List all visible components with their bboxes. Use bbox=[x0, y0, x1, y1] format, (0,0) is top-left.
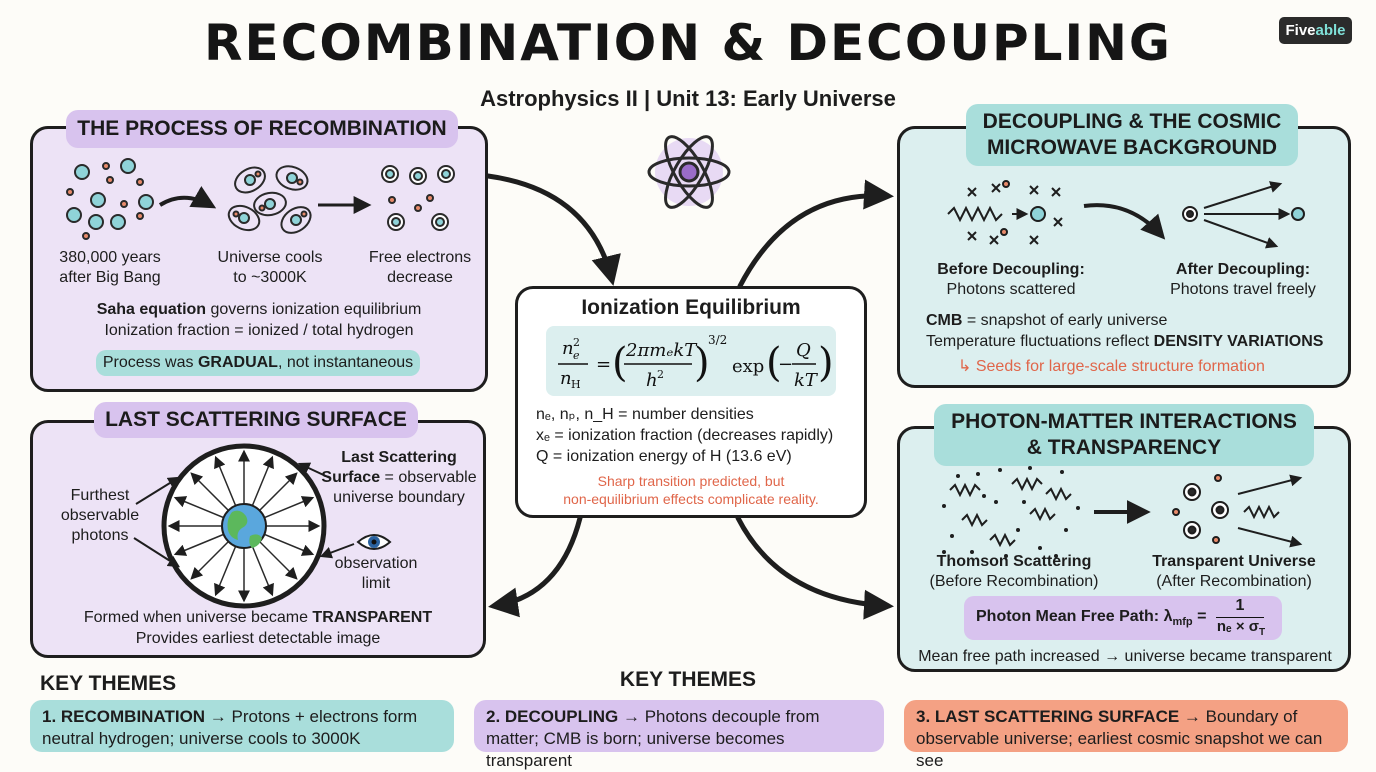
svg-text:Q: Q bbox=[796, 340, 811, 361]
svg-text:(: ( bbox=[612, 340, 628, 386]
mfp-fraction-bar bbox=[1216, 617, 1264, 618]
decoupling-transition-arrow bbox=[1083, 203, 1166, 240]
svg-text:n: n bbox=[562, 338, 574, 359]
return-arrow-icon: ↳ bbox=[958, 358, 976, 375]
svg-text:h: h bbox=[646, 370, 658, 391]
decoupling-panel bbox=[897, 126, 1351, 388]
free-photons bbox=[1182, 181, 1305, 249]
mfp-numerator: 1 bbox=[1235, 597, 1245, 614]
theme-recombination: 1. RECOMBINATION → Protons + electrons f… bbox=[30, 700, 454, 752]
svg-text:n: n bbox=[560, 368, 572, 389]
seeds-text: ↳ Seeds for large-scale structure format… bbox=[958, 358, 1265, 375]
mfp-result-text: Mean free path increased → universe beca… bbox=[918, 648, 1332, 665]
def-ionization-energy: Q = ionization energy of H (13.6 eV) bbox=[536, 448, 792, 465]
svg-text:): ) bbox=[694, 340, 710, 386]
svg-text:2πmₑkT: 2πmₑkT bbox=[625, 340, 698, 361]
svg-text:2: 2 bbox=[657, 368, 664, 381]
gradual-process-pill: Process was GRADUAL, not instantaneous bbox=[96, 350, 420, 376]
ionization-fraction-text: Ionization fraction = ionized / total hy… bbox=[104, 322, 414, 339]
transparent-universe-label: Transparent Universe(After Recombination… bbox=[1152, 553, 1316, 590]
svg-text:=: = bbox=[596, 354, 611, 375]
page-subtitle: Astrophysics II | Unit 13: Early Univers… bbox=[480, 86, 896, 111]
svg-text:exp: exp bbox=[732, 356, 764, 377]
earliest-image-text: Provides earliest detectable image bbox=[135, 630, 381, 647]
last-scattering-panel bbox=[30, 420, 486, 658]
thomson-scattering-label: Thomson Scattering(Before Recombination) bbox=[929, 553, 1099, 590]
key-themes-heading-center: KEY THEMES bbox=[619, 668, 757, 691]
svg-text:e: e bbox=[573, 349, 580, 362]
arrow-to-decoupling bbox=[737, 179, 894, 289]
plasma-particles bbox=[66, 158, 154, 240]
svg-text:3/2: 3/2 bbox=[708, 333, 727, 347]
def-ionization-fraction: xₑ = ionization fraction (decreases rapi… bbox=[536, 427, 834, 444]
svg-text:(: ( bbox=[766, 340, 782, 386]
arrow-to-last-scattering bbox=[488, 515, 583, 618]
equilibrium-definitions: nₑ, nₚ, n_H = number densities xₑ = ioni… bbox=[536, 404, 866, 467]
theme-decoupling: 2. DECOUPLING → Photons decouple from ma… bbox=[474, 700, 884, 770]
def-number-densities: nₑ, nₚ, n_H = number densities bbox=[536, 406, 754, 423]
before-decoupling-label: Before Decoupling:Photons scattered bbox=[937, 261, 1085, 298]
svg-text:−: − bbox=[778, 354, 793, 375]
transparent-universe bbox=[1172, 474, 1303, 548]
equilibrium-panel bbox=[515, 286, 867, 518]
temperature-fluctuation-text: Temperature fluctuations reflect DENSITY… bbox=[926, 333, 1324, 350]
formed-transparent-text: Formed when universe became TRANSPARENT bbox=[83, 609, 433, 626]
theme-last-scattering: 3. LAST SCATTERING SURFACE → Boundary of… bbox=[904, 700, 1348, 770]
eye-icon bbox=[356, 534, 392, 550]
saha-equation-text: Saha equation governs ionization equilib… bbox=[96, 301, 422, 318]
svg-text:H: H bbox=[571, 378, 581, 391]
mean-free-path-formula: Photon Mean Free Path: λmfp = 1 nₑ × σT bbox=[964, 596, 1282, 640]
photon-matter-title: PHOTON-MATTER INTERACTIONS& TRANSPARENCY bbox=[934, 404, 1314, 466]
arrow-to-equilibrium bbox=[485, 173, 621, 286]
last-scattering-sphere bbox=[161, 443, 327, 609]
arrow-to-photon-matter bbox=[735, 515, 894, 620]
key-themes-heading-left: KEY THEMES bbox=[40, 672, 177, 695]
svg-text:): ) bbox=[818, 340, 834, 386]
equilibrium-title: Ionization Equilibrium bbox=[581, 296, 801, 319]
page-title: RECOMBINATION & DECOUPLING bbox=[204, 14, 1172, 72]
atom-icon bbox=[647, 135, 731, 209]
svg-text:kT: kT bbox=[794, 370, 819, 391]
earth-icon bbox=[221, 503, 267, 549]
forming-atoms bbox=[227, 165, 312, 234]
last-scattering-title: LAST SCATTERING SURFACE bbox=[94, 402, 418, 438]
connector-arrows bbox=[485, 173, 894, 620]
cmb-snapshot-text: CMB = snapshot of early universe bbox=[926, 312, 1168, 329]
recombination-title: THE PROCESS OF RECOMBINATION bbox=[66, 110, 458, 148]
thomson-scattering-field bbox=[949, 476, 1072, 548]
electron-dots bbox=[942, 466, 1080, 558]
after-decoupling-label: After Decoupling:Photons travel freely bbox=[1170, 261, 1316, 298]
mfp-denominator: nₑ × σT bbox=[1216, 618, 1266, 638]
recombination-arrow-1 bbox=[158, 186, 217, 209]
scattered-photons bbox=[947, 180, 1063, 245]
svg-text:2: 2 bbox=[573, 336, 580, 349]
mfp-label: Photon Mean Free Path: λmfp = bbox=[976, 608, 1207, 629]
cmb-description: CMB = snapshot of early universe Tempera… bbox=[926, 310, 1346, 352]
neutral-atoms bbox=[381, 165, 455, 231]
